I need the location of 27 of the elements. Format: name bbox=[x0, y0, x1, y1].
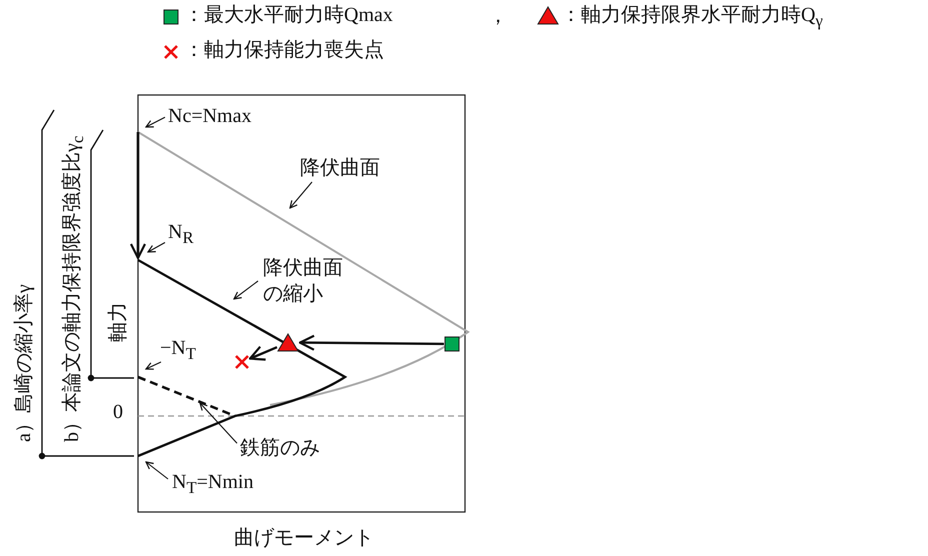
point-label: Nc=Nmax bbox=[168, 104, 252, 128]
arrow bbox=[248, 346, 278, 361]
curve-label: 降伏曲面 bbox=[300, 156, 380, 180]
line-label: 鉄筋のみ bbox=[240, 436, 320, 460]
separator: ， bbox=[488, 4, 508, 28]
max-strength-marker bbox=[444, 336, 460, 352]
legend-text: ：軸力保持限界水平耐力時Q$_{γ}$ bbox=[561, 3, 823, 32]
axis-label: 軸力 bbox=[106, 302, 130, 342]
axis-label: 曲げモーメント bbox=[234, 526, 374, 550]
point-label: −N$_{T}$ bbox=[160, 336, 196, 366]
leader-line bbox=[289, 182, 312, 209]
legend-text: ：最大水平耐力時Qmax bbox=[184, 3, 393, 27]
point-label: N$_{R}$ bbox=[168, 220, 194, 250]
collapse-point-marker bbox=[234, 354, 250, 370]
leader-line bbox=[199, 402, 238, 444]
point-label: N$_{T}$=Nmin bbox=[172, 470, 254, 500]
leader-line bbox=[145, 362, 162, 370]
leader-line bbox=[145, 461, 168, 480]
arrow bbox=[298, 334, 444, 351]
leader-line bbox=[145, 116, 166, 128]
leader-line bbox=[233, 280, 258, 300]
leader-line bbox=[147, 242, 166, 253]
tick-label: 0 bbox=[113, 400, 123, 424]
curve-label: 降伏曲面の縮小 bbox=[263, 255, 348, 307]
axial-limit-marker bbox=[277, 333, 299, 352]
bracket-label: a）島崎の縮小率γ bbox=[12, 284, 36, 442]
legend-text: ：軸力保持能力喪失点 bbox=[184, 38, 384, 62]
